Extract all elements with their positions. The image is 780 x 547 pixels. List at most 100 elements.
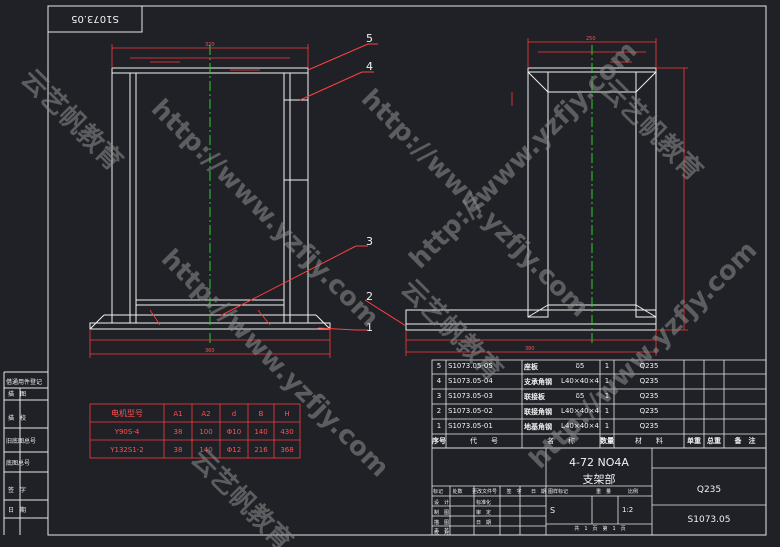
sign-label: 日 期: [530, 489, 546, 495]
motor-cell: Y90S-4: [114, 428, 140, 436]
parts-header-unit-wt: 单重: [687, 437, 701, 445]
role-label-mid: 日 期: [476, 520, 492, 526]
parts-cell-name: 联接板: [524, 393, 545, 401]
side-label-1: 描 图: [8, 390, 26, 398]
parts-cell-name: 座板: [524, 363, 538, 371]
parts-cell-name: 支承角钢: [524, 378, 552, 386]
callout-4: 4: [366, 60, 373, 73]
sign-label: 签 字: [506, 489, 522, 495]
motor-cell: 140: [199, 446, 212, 454]
side-dim-text-a: 250: [586, 36, 596, 42]
parts-header-total-wt: 总重: [707, 437, 721, 445]
stage-label: 图样标记: [548, 489, 569, 495]
motor-cell: 140: [254, 428, 267, 436]
title-role-labels-mid: 标准化 审 定 日 期: [476, 498, 491, 528]
parts-cell-no: 2: [436, 407, 442, 415]
side-label-2: 描 校: [8, 414, 26, 422]
drawing-code-box: S1073.05: [47, 5, 143, 33]
motor-cell: 38: [174, 446, 183, 454]
parts-header-name: 名 称: [547, 437, 575, 445]
role-label: 校 对: [434, 530, 450, 536]
role-label: 制 图: [434, 510, 450, 516]
motor-cell: 38: [174, 428, 183, 436]
side-label-6: 日 期: [8, 506, 26, 514]
title-line-2: 支架部: [582, 473, 616, 486]
parts-cell-name: 联接角钢: [524, 408, 552, 416]
sign-label: 处数: [452, 489, 463, 495]
title-sign-labels: 标记 处数 更改文件号 签 字 日 期: [433, 488, 546, 495]
parts-cell-spec: δ5: [575, 392, 585, 400]
title-block: [431, 447, 767, 536]
parts-cell-code: S1073.05-05: [448, 362, 493, 370]
motor-cell: Y132S1-2: [109, 446, 144, 454]
parts-cell-spec: L40×40×4: [561, 377, 599, 385]
sign-label: 更改文件号: [471, 489, 497, 495]
role-label: 描 图: [434, 520, 450, 526]
parts-cell-spec: L40×40×4: [561, 422, 599, 430]
parts-cell-spec: L40×40×4: [561, 407, 599, 415]
motor-header-1: A1: [173, 410, 182, 418]
side-label-5: 签 字: [8, 486, 26, 494]
outer-frame: [47, 5, 767, 536]
scale-label: 比例: [628, 489, 639, 495]
parts-cell-no: 4: [436, 377, 442, 385]
motor-header-3: d: [232, 410, 236, 418]
side-label-3: 旧底图总号: [6, 437, 36, 445]
parts-cell-qty: 1: [604, 422, 610, 430]
parts-cell-material: Q235: [639, 422, 659, 430]
role-label: 工 艺: [434, 528, 450, 534]
parts-cell-qty: 1: [604, 362, 610, 370]
scale-value: 1:2: [622, 506, 634, 514]
parts-cell-qty: 1: [604, 407, 610, 415]
drawing-code-text: S1073.05: [71, 13, 119, 24]
parts-cell-no: 5: [436, 362, 442, 370]
parts-cell-code: S1073.05-04: [448, 377, 493, 385]
parts-cell-name: 地基角钢: [524, 423, 552, 431]
title-role-labels: 设 计 制 图 描 图 校 对: [434, 498, 449, 538]
motor-cell: Φ12: [227, 446, 241, 454]
parts-cell-material: Q235: [639, 407, 659, 415]
motor-cell: Φ10: [227, 428, 241, 436]
parts-cell-code: S1073.05-02: [448, 407, 493, 415]
sign-label: 标记: [433, 489, 444, 495]
callout-2: 2: [366, 290, 373, 303]
stage-value: S: [550, 506, 556, 515]
parts-cell-qty: 1: [604, 392, 610, 400]
parts-header-qty: 数量: [600, 437, 614, 445]
side-dimensions: [405, 38, 688, 356]
weight-label: 重 量: [596, 489, 612, 495]
title-line-1: 4-72 NO4A: [569, 456, 629, 469]
motor-cell: 430: [280, 428, 293, 436]
motor-cell: 368: [280, 446, 293, 454]
title-drawing-no: S1073.05: [687, 515, 731, 525]
callout-3: 3: [366, 235, 373, 248]
parts-cell-code: S1073.05-03: [448, 392, 493, 400]
parts-header-remark: 备 注: [734, 437, 756, 445]
motor-header-5: H: [284, 410, 289, 418]
role-label: 设 计: [434, 500, 450, 506]
side-view: [405, 67, 657, 331]
parts-cell-spec: δ5: [575, 362, 585, 370]
motor-table: 电机型号 A1 A2 d B H Y90S-4 38 100 Φ10 140 4…: [89, 403, 301, 459]
side-label-4: 底图总号: [6, 459, 30, 467]
title-material: Q235: [696, 485, 722, 495]
parts-cell-qty: 1: [604, 377, 610, 385]
parts-cell-no: 1: [436, 422, 442, 430]
callout-1: 1: [366, 321, 373, 334]
sheet-text: 共 1 页 第 1 页: [574, 526, 626, 532]
parts-cell-no: 3: [436, 392, 442, 400]
callout-5: 5: [366, 32, 373, 45]
parts-header-material: 材 料: [635, 437, 663, 445]
side-label-0: 借通用件登记: [6, 378, 42, 386]
motor-header-4: B: [259, 410, 264, 418]
motor-cell: 100: [199, 428, 212, 436]
parts-header-code: 代 号: [470, 437, 498, 445]
parts-cell-material: Q235: [639, 392, 659, 400]
front-dimensions: [89, 44, 331, 358]
leader-lines: [219, 43, 407, 331]
parts-cell-material: Q235: [639, 362, 659, 370]
side-dim-text-b: 380: [525, 346, 535, 352]
front-dim-text-b: 360: [205, 348, 215, 354]
